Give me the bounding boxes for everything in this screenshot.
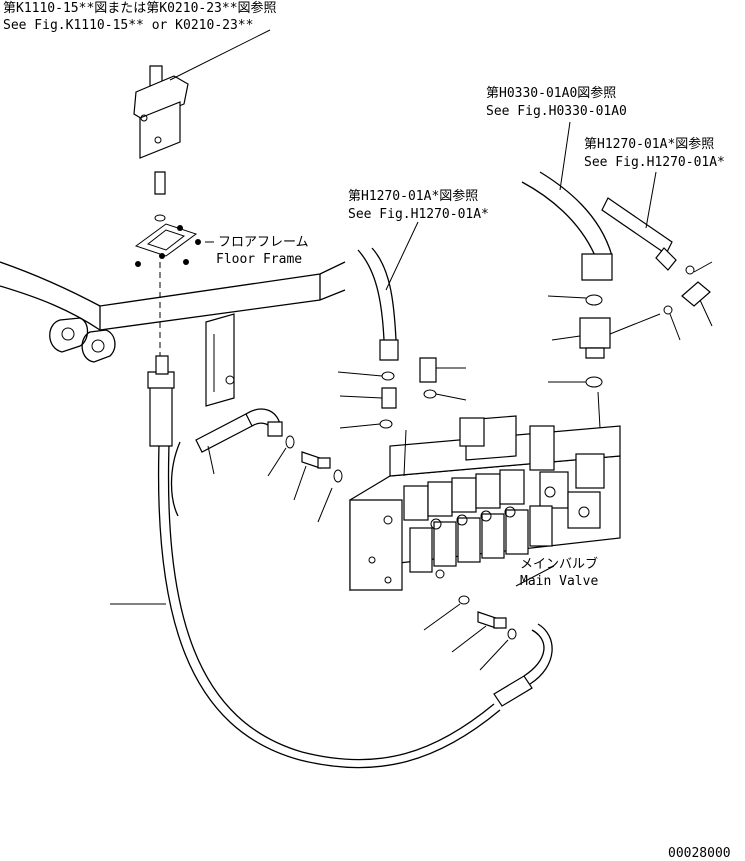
- callout-k1110-ja: 第K1110-15**図または第K0210-23**図参照: [3, 0, 277, 16]
- callout-h0330-en: See Fig.H0330-01A0: [486, 104, 627, 119]
- callout-h1270-right-ja: 第H1270-01A*図参照: [584, 136, 714, 152]
- callout-h0330-ja: 第H0330-01A0図参照: [486, 85, 616, 101]
- floor-frame-label-en: Floor Frame: [216, 252, 302, 267]
- fittings-below: [423, 595, 517, 671]
- main-valve-label-ja: メインバルブ: [520, 556, 598, 572]
- leader-k1110: [169, 29, 271, 81]
- drawing-number: 00028000: [668, 846, 731, 861]
- hose-h0330: [521, 121, 661, 388]
- callout-k1110-en: See Fig.K1110-15** or K0210-23**: [3, 18, 253, 33]
- hose-h1270-left: [337, 221, 467, 429]
- floor-frame-label-ja: フロアフレーム: [218, 235, 309, 250]
- main-valve: [349, 391, 621, 592]
- hose-h1270-right: [601, 171, 713, 341]
- fittings-left: [267, 435, 343, 523]
- callout-h1270-left-en: See Fig.H1270-01A*: [348, 207, 489, 222]
- floor-frame: [0, 261, 346, 407]
- return-hose: [110, 355, 553, 769]
- callout-h1270-right-en: See Fig.H1270-01A*: [584, 155, 725, 170]
- short-hose-left: [170, 408, 283, 517]
- floor-plate: [134, 223, 201, 267]
- pilot-valve-assembly: [133, 65, 189, 222]
- main-valve-label-en: Main Valve: [520, 574, 598, 589]
- callout-h1270-left-ja: 第H1270-01A*図参照: [348, 188, 478, 204]
